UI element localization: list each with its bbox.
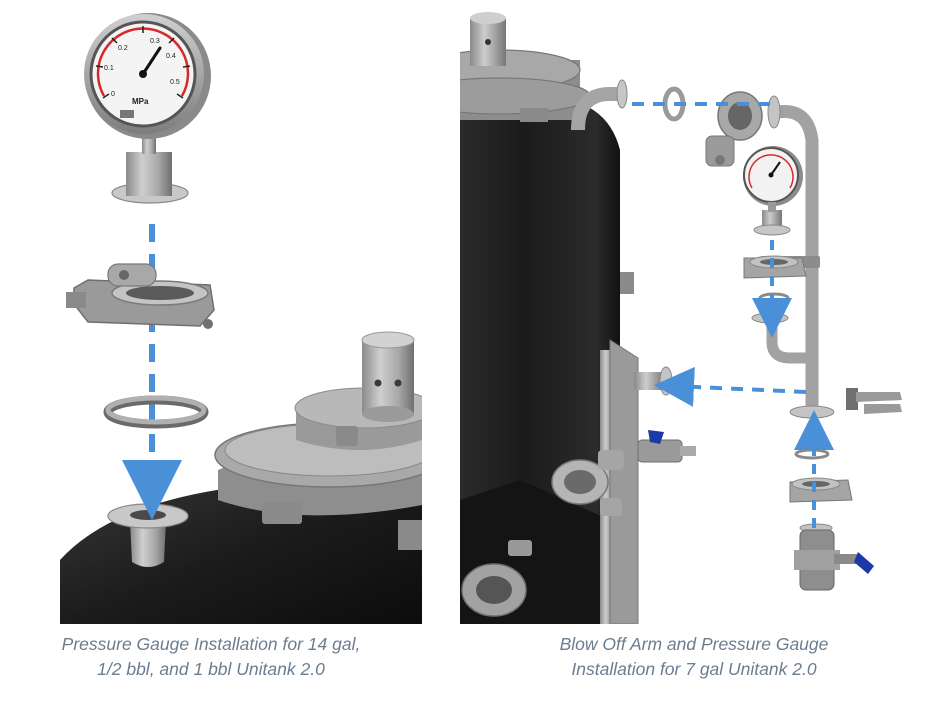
tank-lid-right: [460, 12, 591, 122]
gasket-left: [103, 395, 209, 429]
tri-clamp-mid-right: [743, 255, 807, 279]
pressure-gauge-right: [743, 146, 803, 236]
gauge-scale-2: 0.2: [118, 45, 128, 52]
left-diagram-panel: 0 0.1 0.2 0.3 0.4 0.5 MPa: [0, 0, 422, 624]
tank-leg: [600, 339, 639, 624]
tank-bottom-port: [461, 540, 532, 617]
gauge-scale-1: 0.1: [104, 65, 114, 72]
caption-left-line2: 1/2 bbl, and 1 bbl Unitank 2.0: [97, 659, 325, 679]
tri-clamp-top-right: [705, 91, 763, 167]
tank-lid-left: [214, 331, 422, 550]
tri-clamp-bottom-right: [789, 477, 853, 503]
gauge-scale-0: 0: [111, 91, 115, 98]
gauge-scale-4: 0.4: [166, 53, 176, 60]
caption-left-line1: Pressure Gauge Installation for 14 gal,: [61, 634, 361, 654]
gauge-scale-3: 0.3: [150, 38, 160, 45]
tank-clamp: [551, 450, 624, 516]
tank-sample-valve: [637, 430, 696, 463]
assembly-arrows-right: [632, 102, 834, 528]
caption-right-line2: Installation for 7 gal Unitank 2.0: [571, 659, 817, 679]
caption-right: Blow Off Arm and Pressure Gauge Installa…: [460, 632, 928, 682]
pressure-gauge-left: 0 0.1 0.2 0.3 0.4 0.5 MPa: [84, 13, 211, 204]
caption-right-line1: Blow Off Arm and Pressure Gauge: [559, 634, 829, 654]
blow-off-inlet-elbow: [571, 79, 628, 131]
side-port-fitting: [634, 366, 673, 396]
gauge-unit: MPa: [132, 97, 149, 106]
right-diagram-panel: [460, 0, 928, 624]
ball-valve-right: [794, 523, 874, 591]
tri-clamp-left: [66, 263, 215, 329]
caption-left: Pressure Gauge Installation for 14 gal, …: [0, 632, 422, 682]
gauge-scale-5: 0.5: [170, 79, 180, 86]
bracket-bolts: [846, 388, 902, 414]
tank-bracket: [620, 272, 634, 294]
